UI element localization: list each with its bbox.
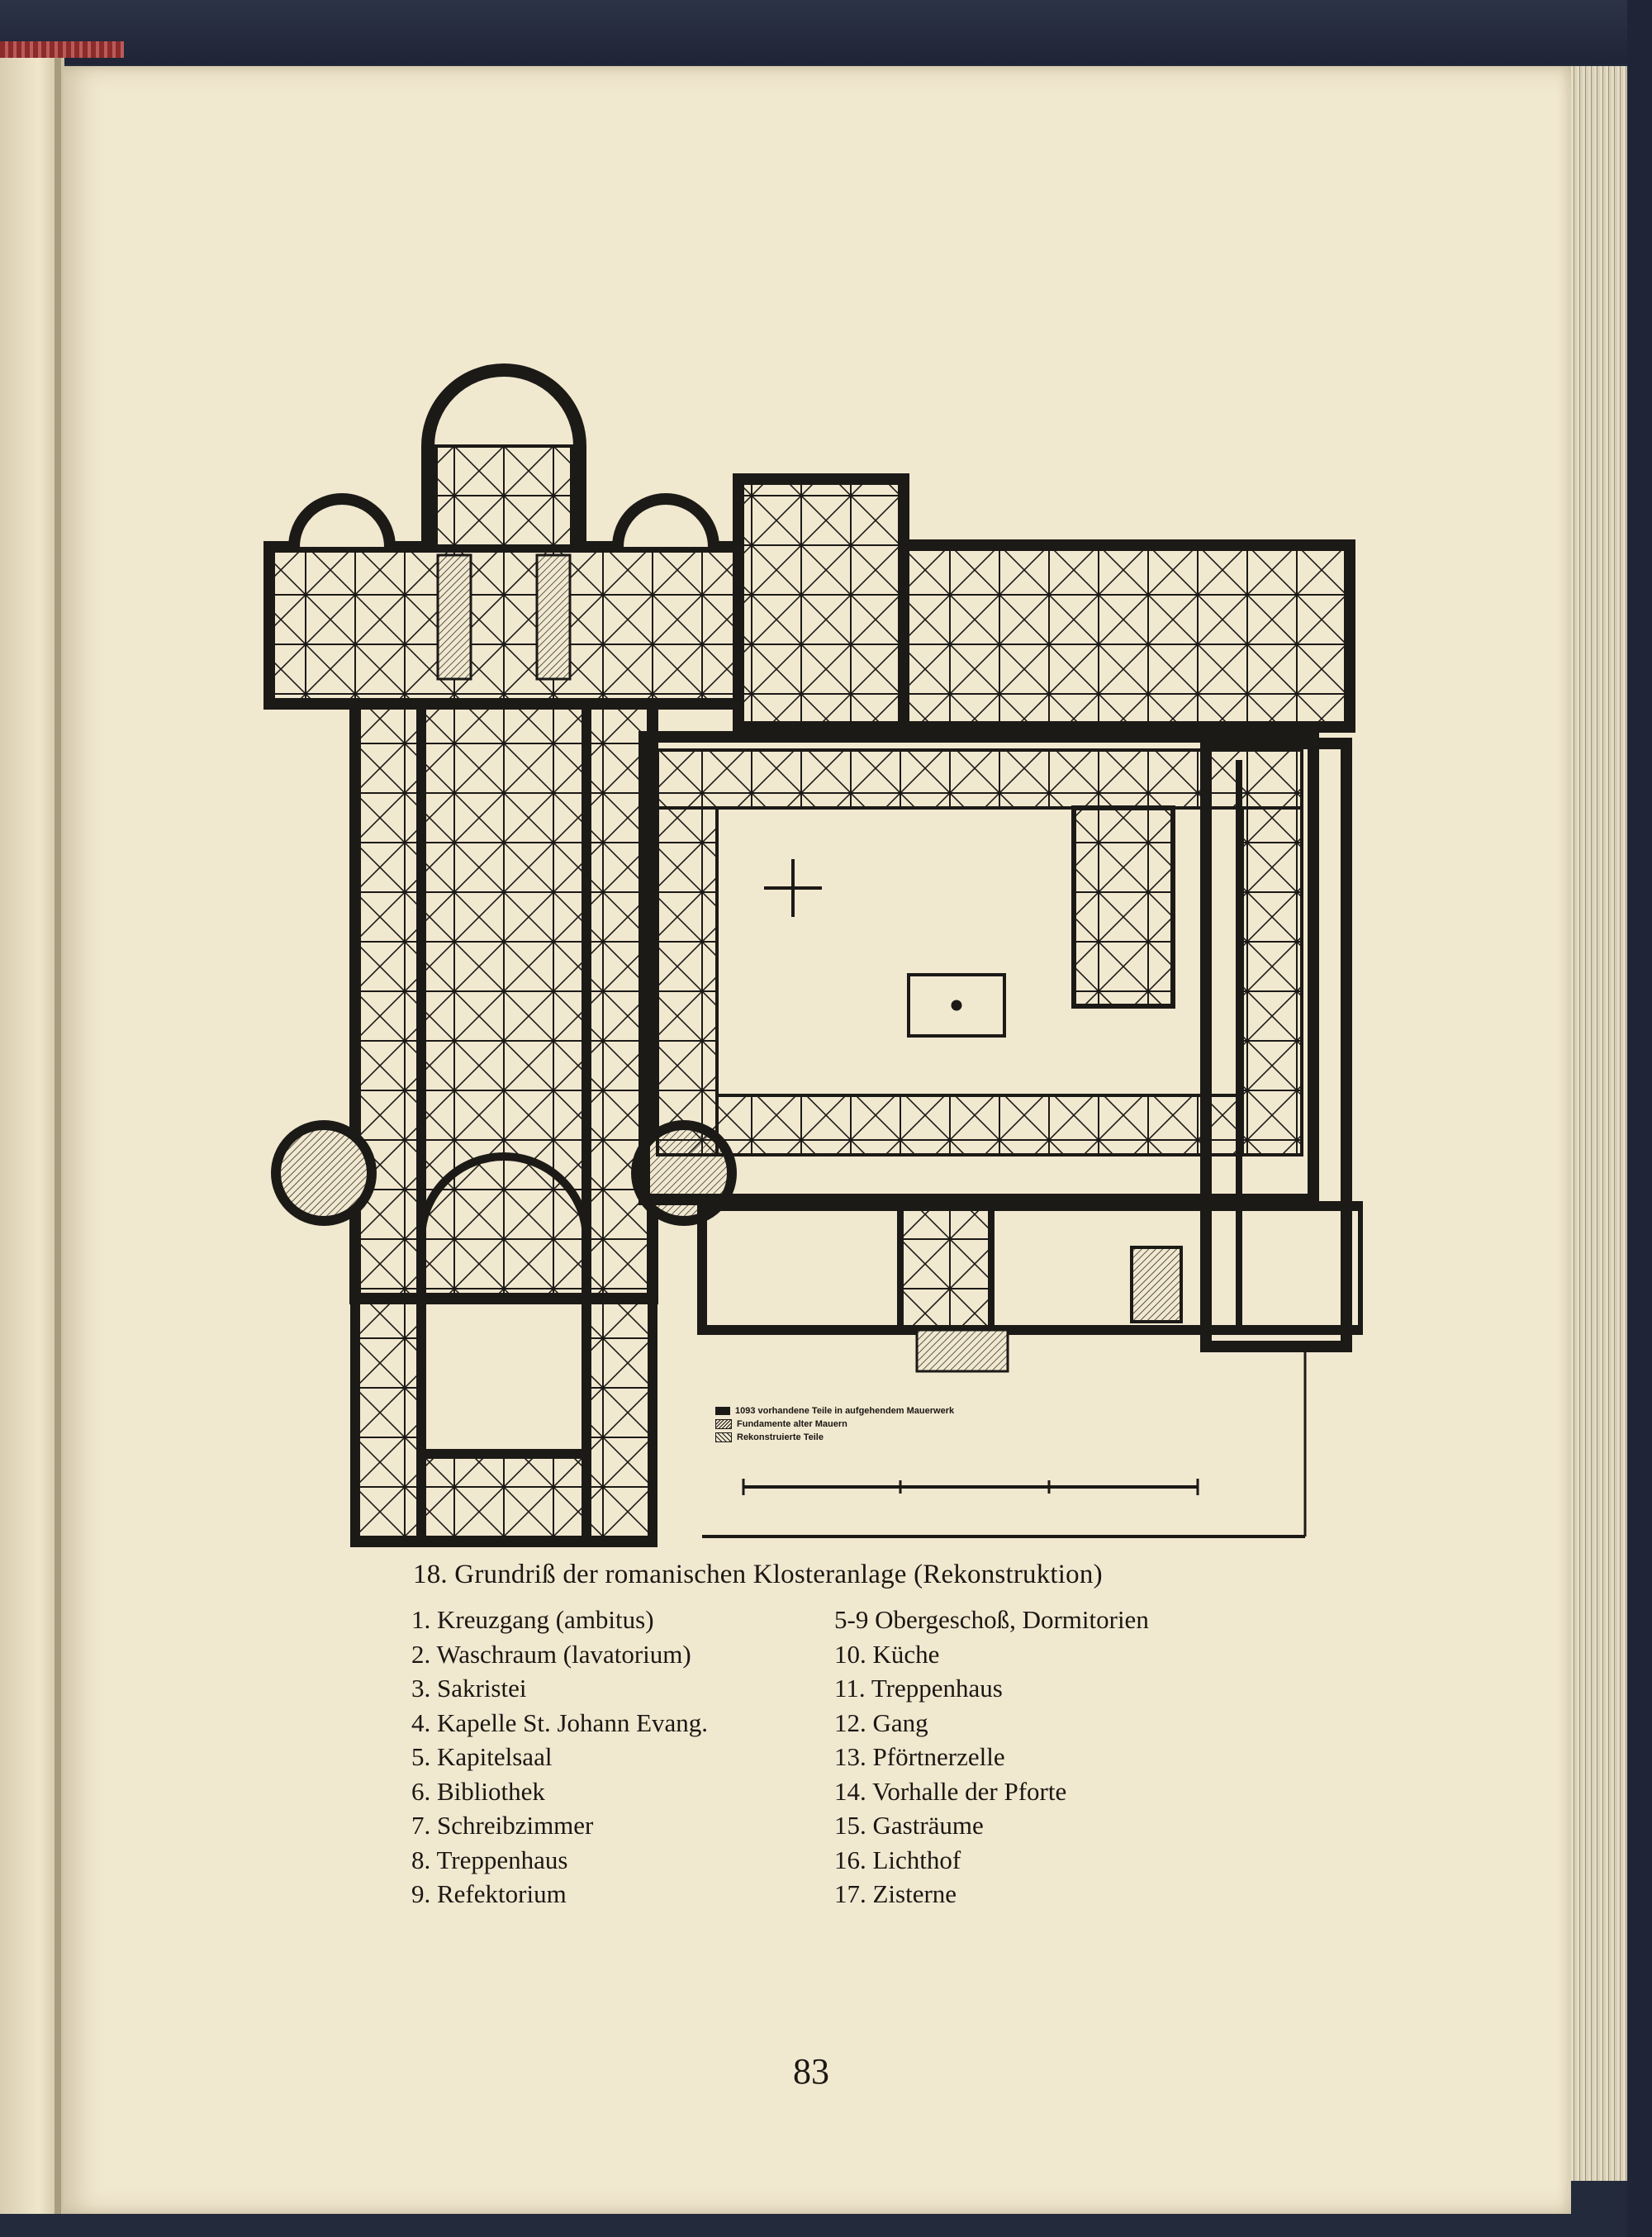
left-page-gutter <box>0 50 64 2214</box>
map-key-item: 1093 vorhandene Teile in aufgehendem Mau… <box>715 1404 954 1418</box>
book-cover-top <box>0 0 1652 64</box>
page-number: 83 <box>793 2051 829 2092</box>
figure-caption: 18. Grundriß der romanischen Klosteranla… <box>413 1560 1103 1589</box>
left-page-edge <box>55 50 61 2214</box>
legend-item: 7. Schreibzimmer <box>411 1811 594 1840</box>
legend-item: 4. Kapelle St. Johann Evang. <box>411 1707 709 1737</box>
legend-item: 8. Treppenhaus <box>411 1845 568 1874</box>
legend-item: 12. Gang <box>834 1707 928 1737</box>
map-key-item: Rekonstruierte Teile <box>715 1431 954 1444</box>
legend-left-column: 1. Kreuzgang (ambitus) 2. Waschraum (lav… <box>411 1603 708 1912</box>
legend-item: 2. Waschraum (lavatorium) <box>411 1639 691 1669</box>
legend-item: 10. Küche <box>834 1639 940 1669</box>
solid-swatch <box>715 1407 730 1416</box>
legend-right-column: 5-9 Obergeschoß, Dormitorien 10. Küche 1… <box>834 1603 1149 1912</box>
legend-item: 5. Kapitelsaal <box>411 1742 553 1771</box>
legend-item: 13. Pförtnerzelle <box>834 1742 1005 1771</box>
monastery-floor-plan <box>263 363 1363 1547</box>
legend-item: 14. Vorhalle der Pforte <box>834 1776 1067 1806</box>
legend-item: 1. Kreuzgang (ambitus) <box>411 1605 654 1634</box>
legend-item: 6. Bibliothek <box>411 1776 545 1806</box>
book-cover-right <box>1627 0 1652 2237</box>
bookmark-ribbon <box>0 41 124 58</box>
legend-item: 5-9 Obergeschoß, Dormitorien <box>834 1605 1149 1634</box>
legend-item: 17. Zisterne <box>834 1879 957 1908</box>
crosshatched-swatch <box>715 1432 732 1443</box>
legend-item: 3. Sakristei <box>411 1674 527 1703</box>
legend-item: 15. Gasträume <box>834 1811 984 1840</box>
hatched-swatch <box>715 1419 732 1430</box>
legend-item: 9. Refektorium <box>411 1879 567 1908</box>
legend-item: 11. Treppenhaus <box>834 1674 1003 1703</box>
page-edges <box>1571 66 1627 2181</box>
map-key-item: Fundamente alter Mauern <box>715 1418 954 1431</box>
legend-item: 16. Lichthof <box>834 1845 961 1874</box>
map-key: 1093 vorhandene Teile in aufgehendem Mau… <box>715 1404 954 1444</box>
